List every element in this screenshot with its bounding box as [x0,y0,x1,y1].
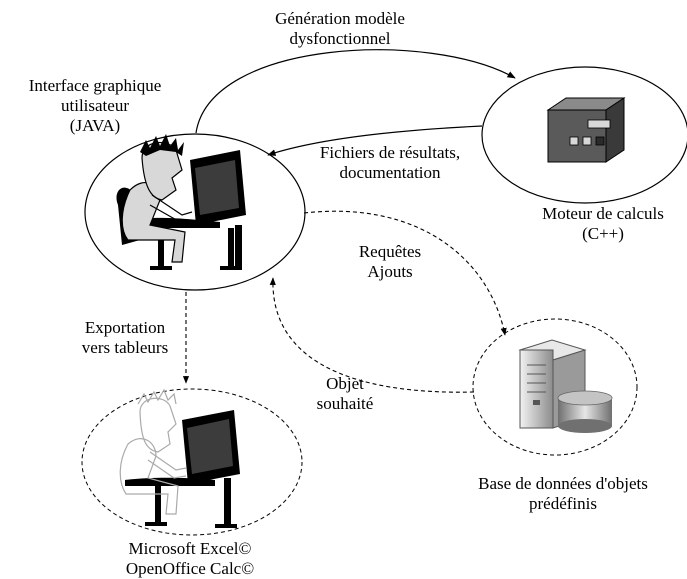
requests-label-line-2: Ajouts [367,262,413,281]
gui-node [84,133,306,291]
spreadsheet-user-icon [119,388,240,528]
engine-label-line-2: (C++) [582,224,624,243]
gui-label: Interface graphique utilisateur (JAVA) [0,76,190,136]
requests-label: Requêtes Ajouts [345,242,435,282]
generation-label-line-1: Génération modèle [275,9,405,28]
gui-label-line-3: (JAVA) [69,116,121,135]
generation-label: Génération modèle dysfonctionnel [250,9,430,49]
requests-arrow [303,210,507,336]
results-arrow [267,125,483,156]
spreadsheet-label: Microsoft Excel© OpenOffice Calc© [95,539,285,579]
generation-label-line-2: dysfonctionnel [289,29,391,48]
spreadsheet-node [81,388,303,536]
engine-label-line-1: Moteur de calculs [542,204,664,223]
calculation-machine-icon [546,97,626,163]
engine-label: Moteur de calculs (C++) [518,204,687,244]
engine-node [481,66,687,204]
results-label-line-2: documentation [339,163,441,182]
database-label: Base de données d'objets prédéfinis [448,474,678,514]
database-label-line-2: prédéfinis [529,494,597,513]
wanted-object-label-line-2: souhaité [316,394,374,413]
gui-label-line-2: utilisateur [61,96,129,115]
wanted-object-arrow [269,277,475,393]
export-label: Exportation vers tableurs [60,318,190,358]
export-label-line-1: Exportation [84,318,166,337]
database-label-line-1: Base de données d'objets [478,474,648,493]
generation-arrow [195,49,516,134]
wanted-object-label: Objet souhaité [295,374,395,414]
gui-label-line-1: Interface graphique [28,76,162,95]
results-label-line-1: Fichiers de résultats, [319,143,461,162]
spreadsheet-label-line-1: Microsoft Excel© [128,539,252,558]
wanted-object-label-line-1: Objet [326,374,364,393]
export-label-line-2: vers tableurs [81,338,169,357]
database-server-icon [518,339,613,433]
database-node [472,318,638,456]
requests-label-line-1: Requêtes [358,242,422,261]
spreadsheet-label-line-2: OpenOffice Calc© [125,559,255,578]
user-at-computer-icon [116,134,246,270]
results-label: Fichiers de résultats, documentation [300,143,480,183]
